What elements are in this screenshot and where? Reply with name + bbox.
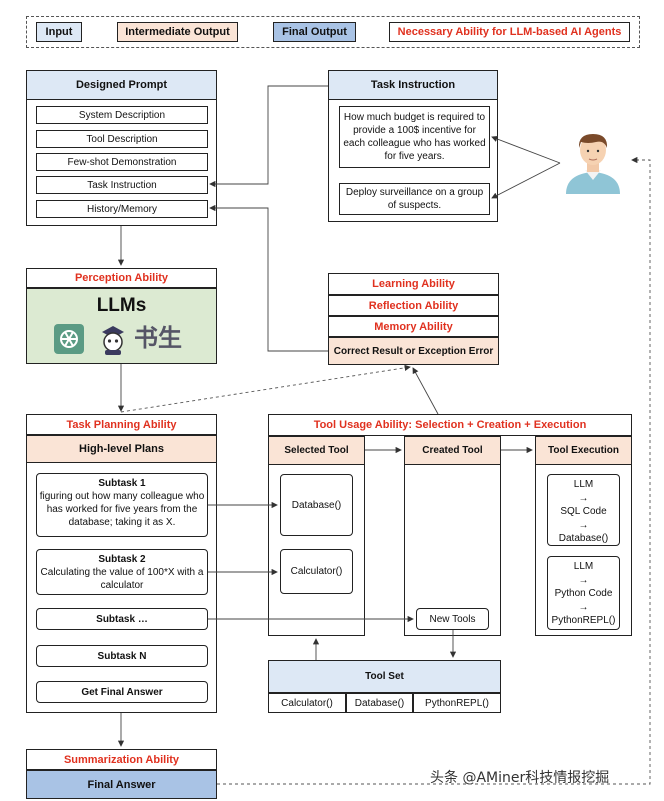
exec-py-arrow-2: → (578, 601, 589, 613)
shusheng-robot-icon (102, 326, 124, 355)
subtask-2-text: Calculating the value of 100*X with a ca… (40, 567, 204, 591)
exec-sql-arrow-2: → (578, 519, 589, 531)
task-planning-ability: Task Planning Ability (26, 414, 217, 435)
designed-prompt-title: Designed Prompt (26, 70, 217, 100)
selected-tool-title: Selected Tool (268, 436, 365, 465)
legend-final: Final Output (273, 22, 356, 42)
prompt-item-fewshot: Few-shot Demonstration (36, 153, 208, 171)
toolset-pythonrepl: PythonREPL() (413, 693, 501, 713)
subtask-1: Subtask 1 figuring out how many colleagu… (36, 473, 208, 537)
final-answer: Final Answer (26, 770, 217, 799)
subtask-n: Subtask N (36, 645, 208, 667)
exec-py-repl: PythonREPL() (551, 615, 616, 626)
high-level-plans: High-level Plans (26, 435, 217, 463)
task-instruction-example-2: Deploy surveillance on a group of suspec… (339, 183, 490, 215)
summarization-ability: Summarization Ability (26, 749, 217, 770)
selected-database: Database() (280, 474, 353, 536)
legend-input: Input (36, 22, 82, 42)
new-tools: New Tools (416, 608, 489, 630)
task-instruction-example-1: How much budget is required to provide a… (339, 106, 490, 168)
prompt-item-tool: Tool Description (36, 130, 208, 148)
tool-usage-ability: Tool Usage Ability: Selection + Creation… (313, 419, 587, 431)
legend-ability: Necessary Ability for LLM-based AI Agent… (389, 22, 630, 42)
exec-py-code: Python Code (554, 588, 613, 599)
exec-sql-database: Database() (558, 533, 609, 544)
legend-intermediate: Intermediate Output (117, 22, 238, 42)
toolset-calculator: Calculator() (268, 693, 346, 713)
get-final-answer: Get Final Answer (36, 681, 208, 703)
subtask-2: Subtask 2 Calculating the value of 100*X… (36, 549, 208, 595)
learning-ability: Learning Ability (328, 273, 499, 295)
shusheng-label: 书生 (134, 324, 182, 352)
perception-ability: Perception Ability (26, 268, 217, 288)
tool-set-title: Tool Set (268, 660, 501, 693)
legend (26, 16, 640, 48)
tool-execution-title: Tool Execution (535, 436, 632, 465)
task-instruction-title: Task Instruction (328, 70, 498, 100)
correct-result-or-error: Correct Result or Exception Error (328, 337, 499, 365)
toolset-database: Database() (346, 693, 413, 713)
selected-calculator: Calculator() (280, 549, 353, 594)
subtask-2-title: Subtask 2 (98, 554, 146, 565)
subtask-1-text: figuring out how many colleague who has … (39, 491, 205, 528)
prompt-item-task: Task Instruction (36, 176, 208, 194)
openai-logo-icon (54, 324, 84, 354)
watermark: 头条 @AMiner科技情报挖掘 (430, 770, 610, 786)
exec-py-arrow-1: → (578, 574, 589, 586)
exec-py-llm: LLM (573, 561, 594, 572)
prompt-item-history: History/Memory (36, 200, 208, 218)
llms-title: LLMs (96, 295, 147, 316)
memory-ability: Memory Ability (328, 316, 499, 337)
exec-sql-llm: LLM (573, 479, 594, 490)
execution-python: LLM → Python Code → PythonREPL() (547, 556, 620, 630)
subtask-1-title: Subtask 1 (98, 478, 146, 489)
exec-sql-arrow-1: → (578, 492, 589, 504)
reflection-ability: Reflection Ability (328, 295, 499, 316)
created-tool-title: Created Tool (404, 436, 501, 465)
selected-tool-column (268, 436, 365, 636)
subtask-dots: Subtask … (36, 608, 208, 630)
prompt-item-system: System Description (36, 106, 208, 124)
created-tool-column (404, 436, 501, 636)
user-avatar-icon (566, 134, 620, 194)
execution-sql: LLM → SQL Code → Database() (547, 474, 620, 546)
exec-sql-code: SQL Code (560, 506, 607, 517)
